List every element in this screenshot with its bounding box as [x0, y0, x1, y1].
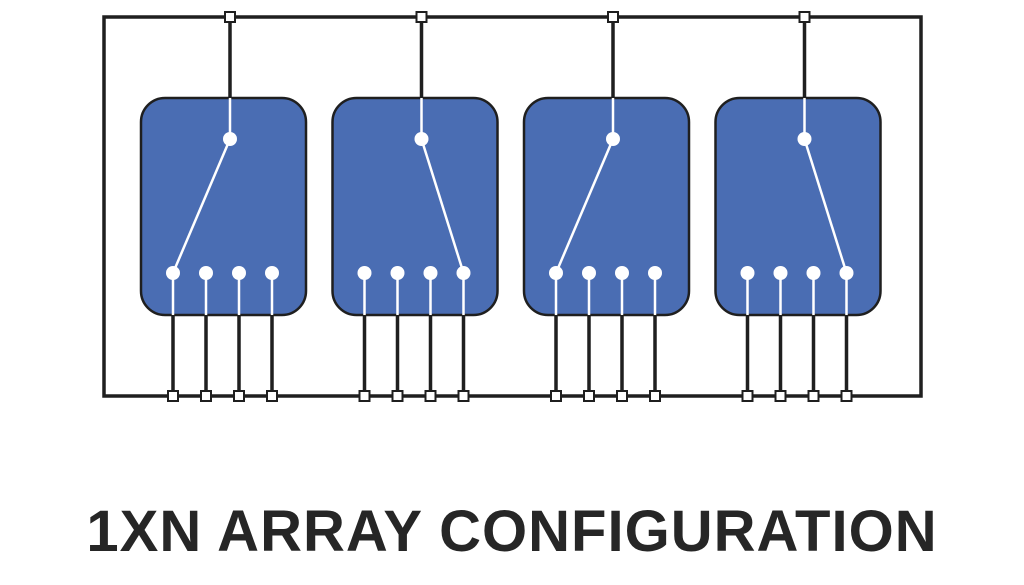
throw-contact	[615, 266, 629, 280]
bottom-terminal	[424, 390, 437, 402]
throw-contact	[582, 266, 596, 280]
bottom-terminal	[840, 390, 853, 402]
bottom-terminal	[266, 390, 278, 402]
switch-body	[139, 96, 308, 317]
top-terminal	[224, 11, 236, 23]
bottom-terminal	[391, 390, 404, 402]
switch-body	[522, 96, 691, 317]
pole-contact	[606, 132, 620, 146]
switch-module-2	[331, 11, 499, 402]
switch-arm	[803, 138, 848, 274]
bottom-terminal	[807, 390, 820, 402]
bottom-terminal	[200, 390, 212, 402]
bottom-terminal	[233, 390, 245, 402]
top-terminal	[415, 11, 428, 23]
pole-contact	[797, 132, 812, 146]
bottom-terminal	[358, 390, 371, 402]
switch-layer	[139, 11, 882, 402]
switch-arm	[554, 138, 615, 274]
bottom-terminal	[167, 390, 179, 402]
pole-contact	[223, 132, 237, 146]
throw-contact	[390, 266, 405, 280]
throw-contact	[166, 266, 180, 280]
switch-arm	[171, 138, 232, 274]
throw-contact	[740, 266, 755, 280]
throw-contact	[357, 266, 372, 280]
switch-module-4	[714, 11, 882, 402]
array-frame	[102, 15, 923, 398]
bottom-terminal	[583, 390, 595, 402]
frame-layer	[102, 15, 923, 398]
switch-body	[331, 96, 499, 317]
switch-module-1	[139, 11, 308, 402]
bottom-terminal	[774, 390, 787, 402]
throw-contact	[423, 266, 438, 280]
throw-contact	[232, 266, 246, 280]
throw-contact	[773, 266, 788, 280]
switch-arm	[420, 138, 465, 274]
diagram-caption: 1XN ARRAY CONFIGURATION	[86, 499, 938, 564]
bottom-terminal	[457, 390, 470, 402]
switch-module-3	[522, 11, 691, 402]
throw-contact	[806, 266, 821, 280]
throw-contact	[549, 266, 563, 280]
throw-contact	[839, 266, 854, 280]
throw-contact	[456, 266, 471, 280]
pole-contact	[414, 132, 429, 146]
switch-body	[714, 96, 882, 317]
bottom-terminal	[741, 390, 754, 402]
bottom-terminal	[550, 390, 562, 402]
throw-contact	[199, 266, 213, 280]
throw-contact	[648, 266, 662, 280]
top-terminal	[607, 11, 619, 23]
throw-contact	[265, 266, 279, 280]
top-terminal	[798, 11, 811, 23]
bottom-terminal	[616, 390, 628, 402]
bottom-terminal	[649, 390, 661, 402]
